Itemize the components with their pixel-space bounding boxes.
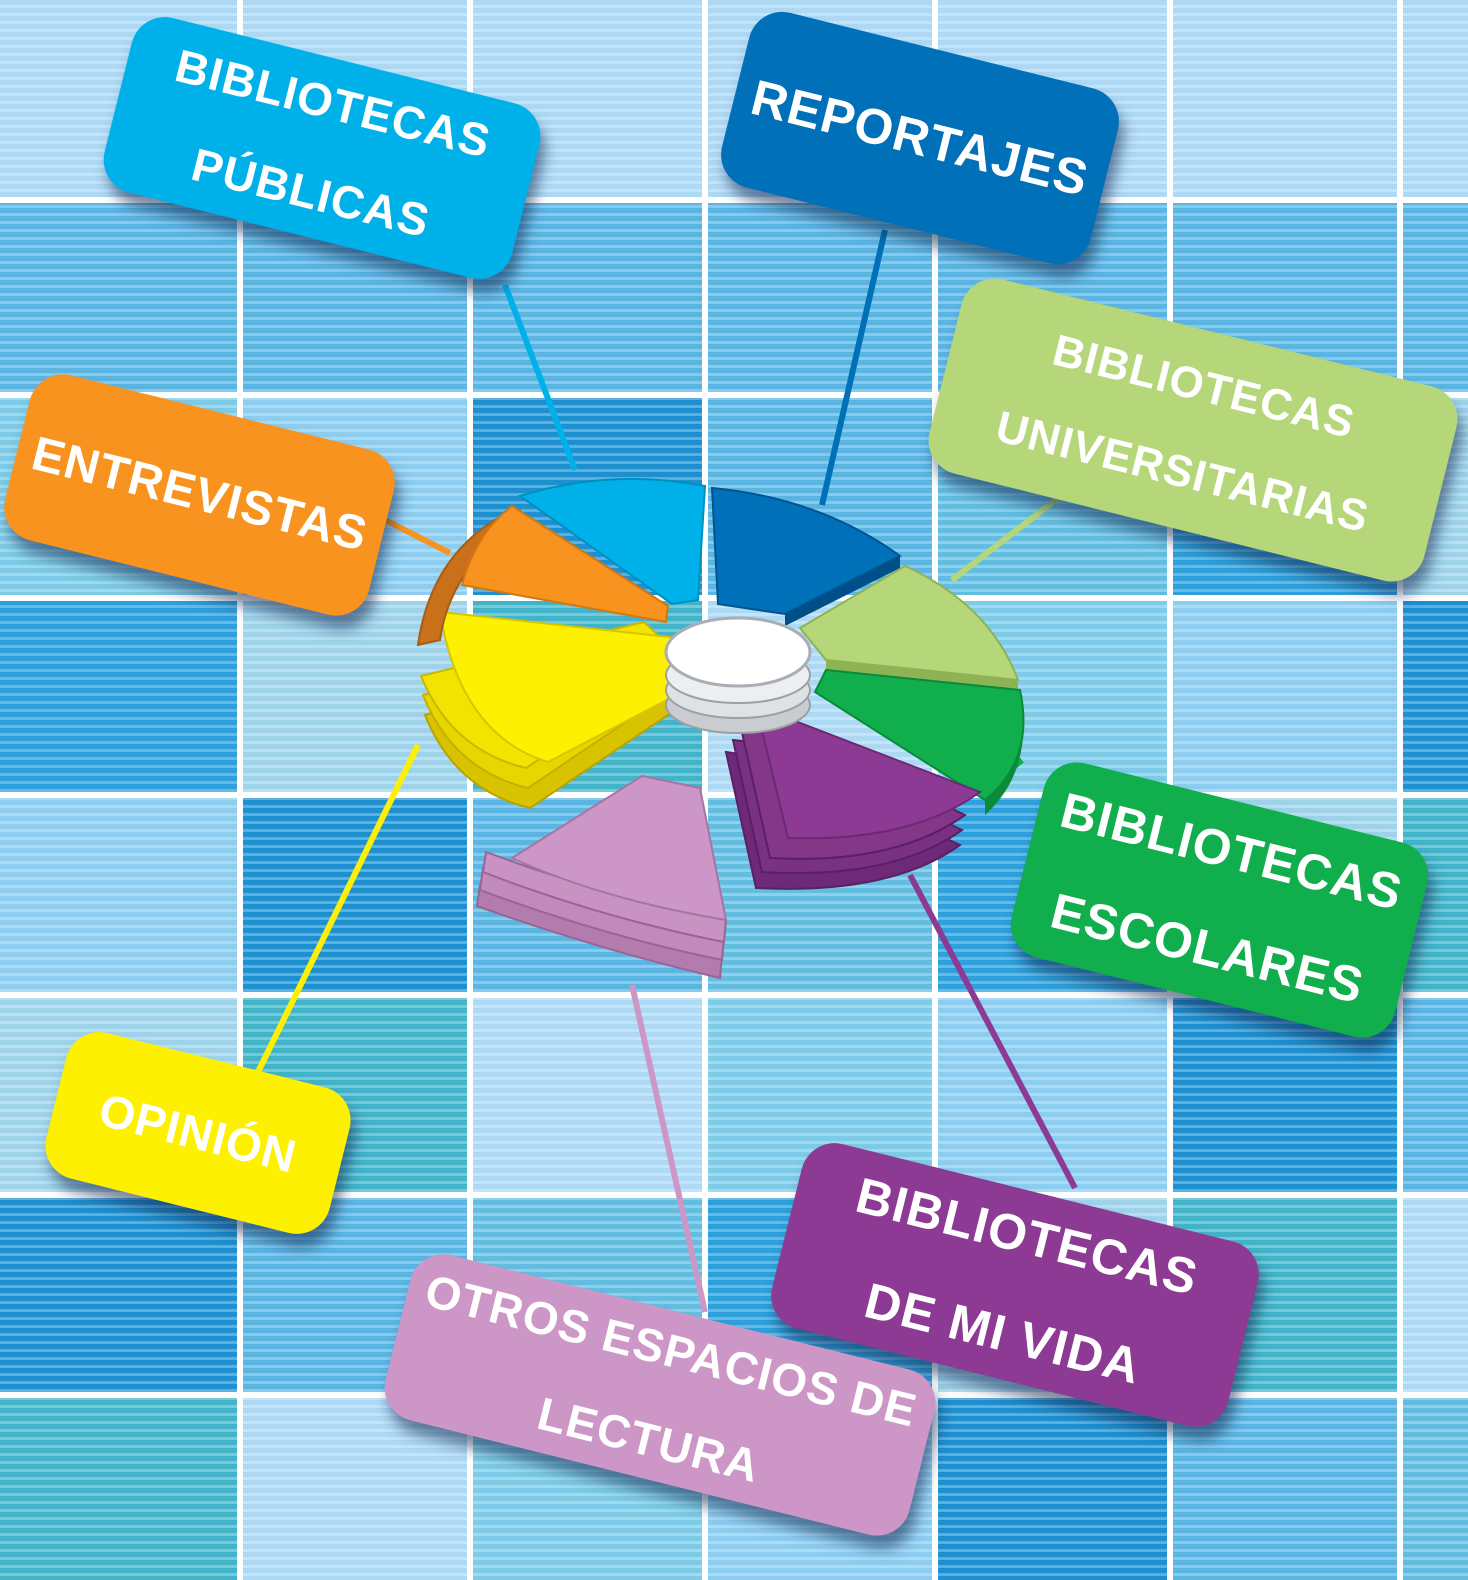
slice-bibliotecas-publicas [517, 478, 707, 606]
slice-opinion [419, 610, 692, 810]
connector-otros-espacios [629, 984, 708, 1313]
slice-reportajes [710, 486, 902, 626]
label-line-1: ENTREVISTAS [26, 427, 373, 562]
label-line-1: REPORTAJES [745, 69, 1095, 207]
slice-entrevistas [416, 504, 670, 647]
center-hub [664, 616, 812, 734]
connector-opinion [255, 743, 421, 1074]
connector-bibliotecas-publicas [502, 283, 578, 472]
slice-otros-espacios [475, 774, 728, 980]
connector-bibliotecas-de-mi-vida [907, 873, 1078, 1190]
connector-entrevistas [383, 517, 452, 556]
label-line-1: OPINIÓN [94, 1083, 302, 1183]
connector-reportajes [819, 229, 888, 506]
slice-bibliotecas-de-mi-vida [724, 704, 983, 890]
pie-wheel [416, 478, 1025, 980]
